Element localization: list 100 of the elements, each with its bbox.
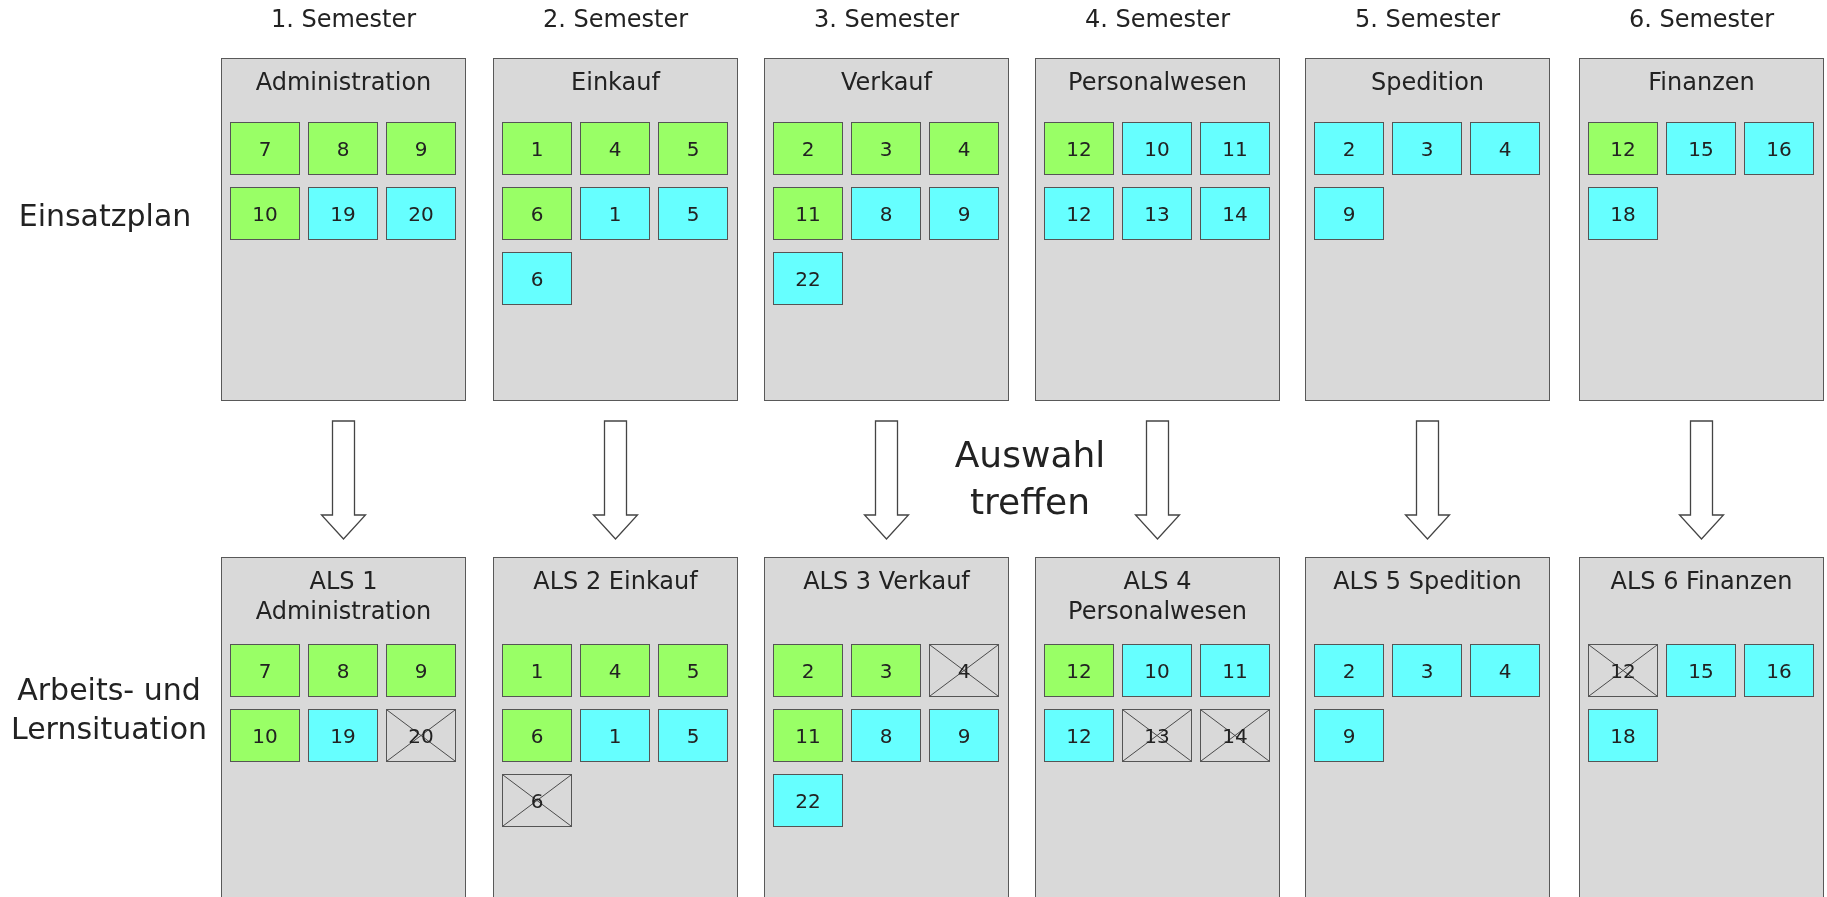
row-heading: Einsatzplan bbox=[17, 197, 193, 235]
number-box: 16 bbox=[1744, 122, 1814, 175]
number-box: 12 bbox=[1044, 644, 1114, 697]
department-panel bbox=[1305, 58, 1550, 401]
number-box: 12 bbox=[1044, 122, 1114, 175]
number-box: 4 bbox=[1470, 644, 1540, 697]
number-box: 5 bbox=[658, 709, 728, 762]
number-box: 11 bbox=[773, 709, 843, 762]
number-box: 12 bbox=[1588, 122, 1658, 175]
number-box: 11 bbox=[1200, 644, 1270, 697]
number-box: 8 bbox=[308, 122, 378, 175]
block-arrow bbox=[1678, 420, 1725, 540]
number-box: 12 bbox=[1044, 709, 1114, 762]
panel-title: Personalwesen bbox=[1067, 67, 1248, 97]
panel-title: Einkauf bbox=[570, 67, 662, 97]
number-box: 19 bbox=[308, 187, 378, 240]
number-box: 7 bbox=[230, 122, 300, 175]
panel-title: Spedition bbox=[1369, 67, 1486, 97]
number-box: 9 bbox=[1314, 187, 1384, 240]
number-box: 5 bbox=[658, 122, 728, 175]
department-panel bbox=[493, 58, 738, 401]
number-box: 1 bbox=[502, 122, 572, 175]
column-heading: 2. Semester bbox=[541, 4, 690, 34]
panel-title: Administration bbox=[254, 67, 433, 97]
number-box: 10 bbox=[230, 709, 300, 762]
block-arrow bbox=[863, 420, 910, 540]
crossed-out-number-box: 20 bbox=[386, 709, 456, 762]
column-heading: 3. Semester bbox=[812, 4, 961, 34]
number-box: 10 bbox=[1122, 644, 1192, 697]
number-box: 15 bbox=[1666, 122, 1736, 175]
number-box: 6 bbox=[502, 187, 572, 240]
department-panel bbox=[221, 58, 466, 401]
number-box: 9 bbox=[929, 187, 999, 240]
number-box: 4 bbox=[580, 122, 650, 175]
department-panel bbox=[764, 557, 1009, 897]
number-box: 13 bbox=[1122, 187, 1192, 240]
number-box: 6 bbox=[502, 709, 572, 762]
column-heading: 5. Semester bbox=[1353, 4, 1502, 34]
number-box: 19 bbox=[308, 709, 378, 762]
number-box: 5 bbox=[658, 187, 728, 240]
number-box: 7 bbox=[230, 644, 300, 697]
annotation-text: Auswahl treffen bbox=[953, 433, 1107, 524]
panel-title: ALS 5 Spedition bbox=[1332, 566, 1523, 596]
number-box: 1 bbox=[580, 187, 650, 240]
number-box: 1 bbox=[502, 644, 572, 697]
department-panel bbox=[764, 58, 1009, 401]
number-box: 9 bbox=[1314, 709, 1384, 762]
block-arrow bbox=[320, 420, 367, 540]
department-panel bbox=[1305, 557, 1550, 897]
number-box: 3 bbox=[851, 122, 921, 175]
crossed-out-number-box: 12 bbox=[1588, 644, 1658, 697]
number-box: 8 bbox=[308, 644, 378, 697]
row-heading: Arbeits- und Lernsituation bbox=[9, 671, 209, 748]
number-box: 22 bbox=[773, 252, 843, 305]
number-box: 4 bbox=[1470, 122, 1540, 175]
block-arrow bbox=[1134, 420, 1181, 540]
column-heading: 4. Semester bbox=[1083, 4, 1232, 34]
number-box: 2 bbox=[773, 644, 843, 697]
panel-title: Verkauf bbox=[840, 67, 934, 97]
crossed-out-number-box: 14 bbox=[1200, 709, 1270, 762]
number-box: 2 bbox=[1314, 644, 1384, 697]
number-box: 1 bbox=[580, 709, 650, 762]
number-box: 9 bbox=[386, 122, 456, 175]
number-box: 18 bbox=[1588, 709, 1658, 762]
crossed-out-number-box: 13 bbox=[1122, 709, 1192, 762]
panel-title: Finanzen bbox=[1647, 67, 1756, 97]
number-box: 4 bbox=[580, 644, 650, 697]
department-panel bbox=[1579, 557, 1824, 897]
block-arrow bbox=[1404, 420, 1451, 540]
number-box: 9 bbox=[386, 644, 456, 697]
number-box: 18 bbox=[1588, 187, 1658, 240]
number-box: 3 bbox=[1392, 644, 1462, 697]
number-box: 11 bbox=[1200, 122, 1270, 175]
number-box: 14 bbox=[1200, 187, 1270, 240]
panel-title: ALS 2 Einkauf bbox=[532, 566, 700, 596]
department-panel bbox=[1035, 557, 1280, 897]
number-box: 16 bbox=[1744, 644, 1814, 697]
number-box: 12 bbox=[1044, 187, 1114, 240]
number-box: 5 bbox=[658, 644, 728, 697]
department-panel bbox=[493, 557, 738, 897]
panel-title: ALS 3 Verkauf bbox=[802, 566, 972, 596]
number-box: 22 bbox=[773, 774, 843, 827]
number-box: 2 bbox=[1314, 122, 1384, 175]
block-arrow bbox=[592, 420, 639, 540]
number-box: 8 bbox=[851, 709, 921, 762]
number-box: 2 bbox=[773, 122, 843, 175]
number-box: 3 bbox=[1392, 122, 1462, 175]
panel-title: ALS 4 Personalwesen bbox=[1067, 566, 1248, 626]
number-box: 10 bbox=[230, 187, 300, 240]
number-box: 3 bbox=[851, 644, 921, 697]
number-box: 8 bbox=[851, 187, 921, 240]
department-panel bbox=[1579, 58, 1824, 401]
column-heading: 6. Semester bbox=[1627, 4, 1776, 34]
number-box: 20 bbox=[386, 187, 456, 240]
number-box: 6 bbox=[502, 252, 572, 305]
number-box: 11 bbox=[773, 187, 843, 240]
department-panel bbox=[1035, 58, 1280, 401]
panel-title: ALS 1 Administration bbox=[254, 566, 433, 626]
number-box: 15 bbox=[1666, 644, 1736, 697]
number-box: 10 bbox=[1122, 122, 1192, 175]
